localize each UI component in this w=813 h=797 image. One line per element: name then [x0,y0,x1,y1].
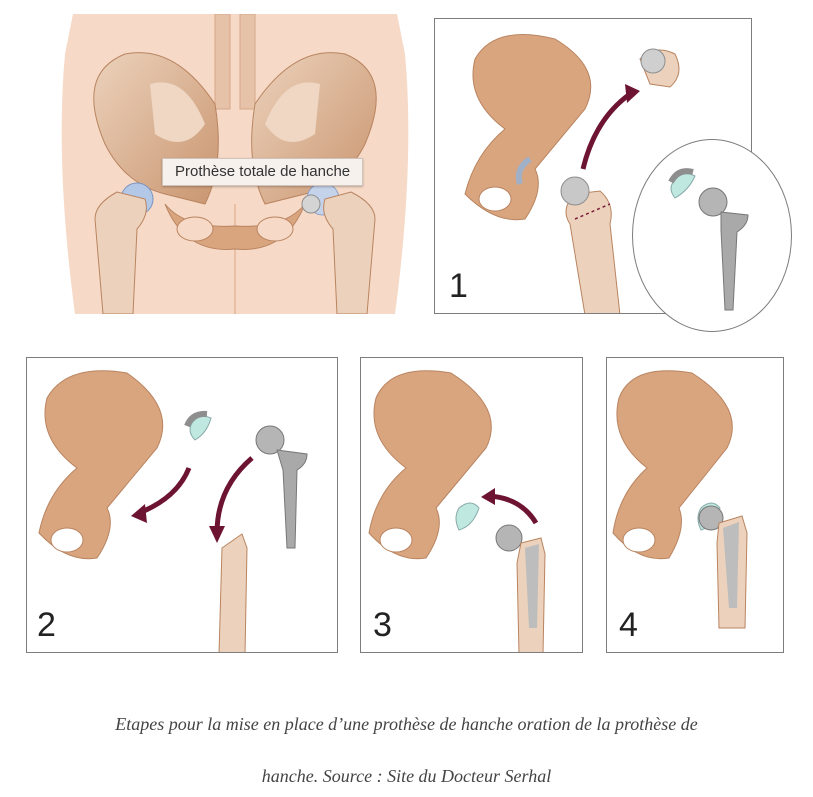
step-panel-3: 3 [360,357,583,653]
prosthesis-components-zoom [632,139,792,332]
step-4-illustration [612,370,748,629]
pelvis-overview-illustration: Prothèse totale de hanche [55,13,415,315]
step-3-illustration [368,370,546,652]
prosthesis-components-graphic [668,168,749,311]
caption-line-2: hanche. Source : Site du Docteur Serhal [261,766,552,786]
caption-line-1: Etapes pour la mise en place d’une proth… [115,714,698,734]
step-2-illustration [38,370,308,652]
figure-caption: Etapes pour la mise en place d’une proth… [0,698,813,797]
step-panel-4: 4 [606,357,784,653]
step-1-illustration [464,34,680,313]
step-number-3: 3 [373,606,392,644]
step-panel-2: 2 [26,357,338,653]
step-number-1: 1 [449,267,468,305]
overview-label: Prothèse totale de hanche [162,158,364,186]
step-number-2: 2 [37,606,56,644]
step-number-4: 4 [619,606,638,644]
